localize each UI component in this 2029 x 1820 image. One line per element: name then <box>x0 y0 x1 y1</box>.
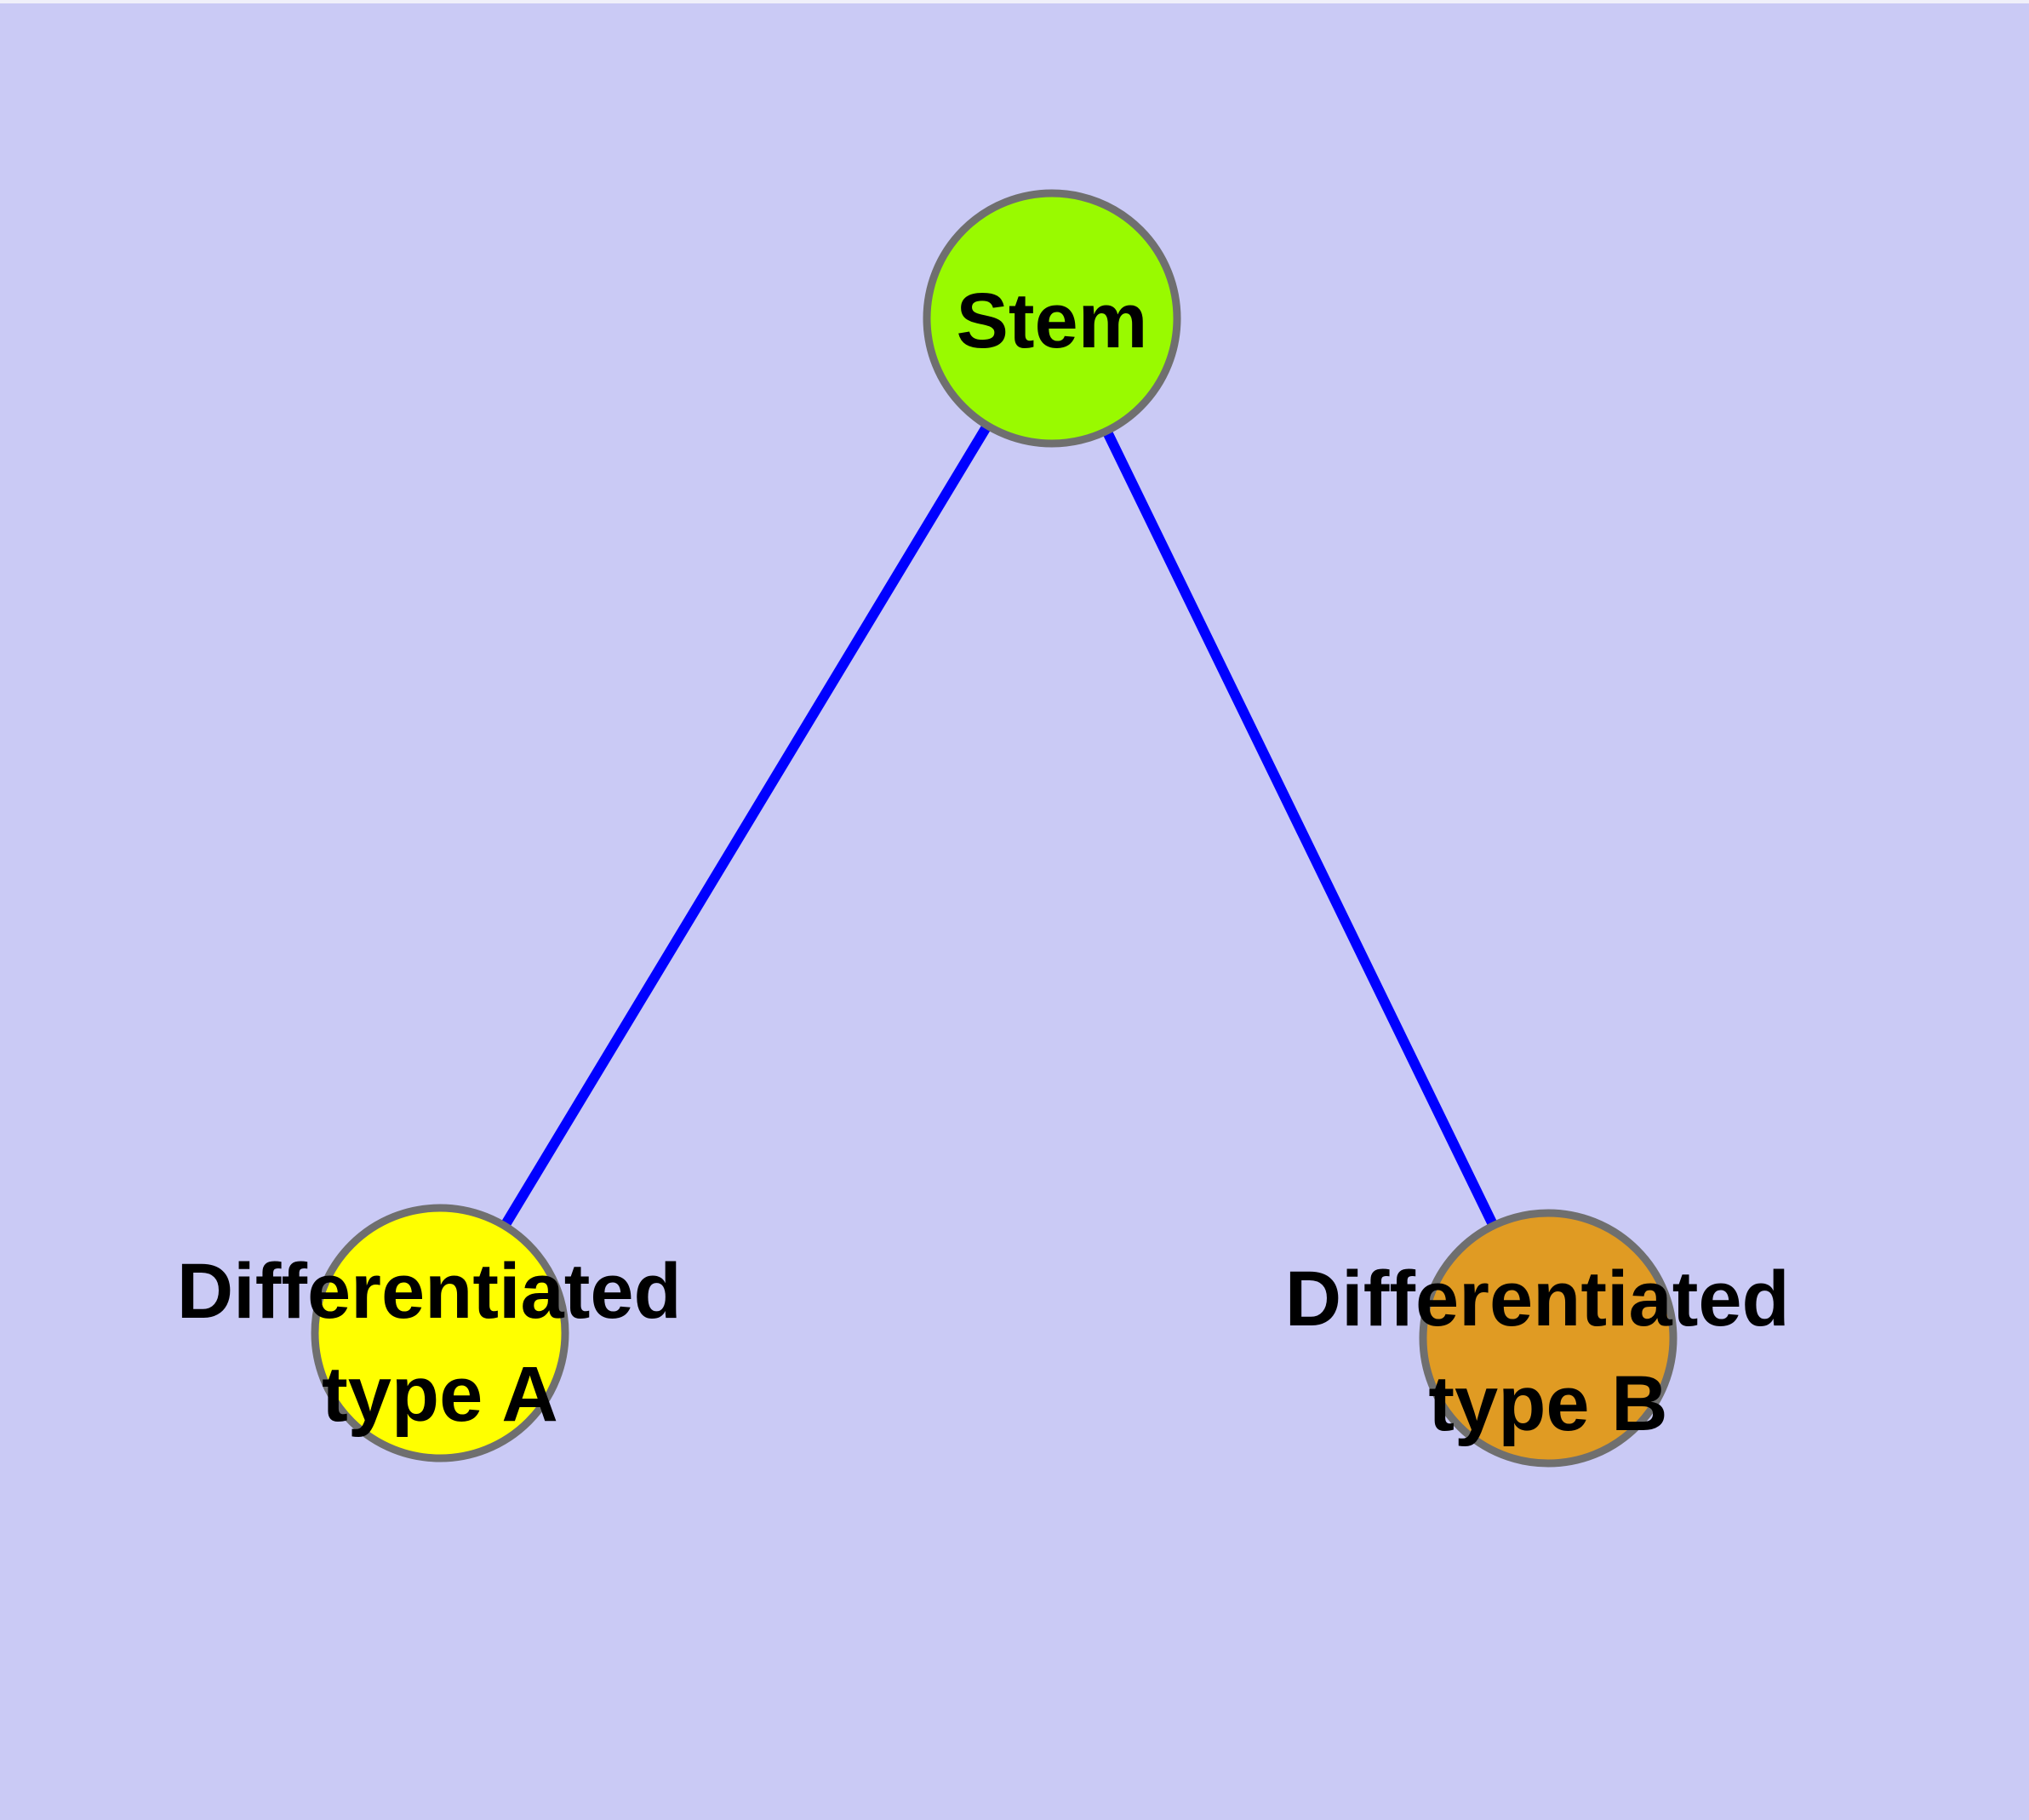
node-type-b-label-line1: Differentiated <box>1285 1256 1790 1342</box>
edge-stem-to-type-a <box>435 313 1057 1338</box>
node-stem-circle <box>923 189 1181 448</box>
node-type-b-circle <box>1419 1209 1677 1468</box>
node-type-a-label-line2: type A <box>322 1351 558 1438</box>
node-stem-label: Stem <box>957 278 1148 364</box>
node-type-b-label-line2: type B <box>1428 1360 1667 1447</box>
node-type-a-label-line1: Differentiated <box>177 1248 682 1335</box>
node-type-a-circle <box>311 1204 569 1462</box>
edge-stem-to-type-b <box>1047 313 1553 1343</box>
node-type-a-label: Differentiated type A <box>177 1248 704 1438</box>
top-edge-strip <box>0 0 2029 3</box>
node-type-b-label: Differentiated type B <box>1285 1256 1812 1447</box>
